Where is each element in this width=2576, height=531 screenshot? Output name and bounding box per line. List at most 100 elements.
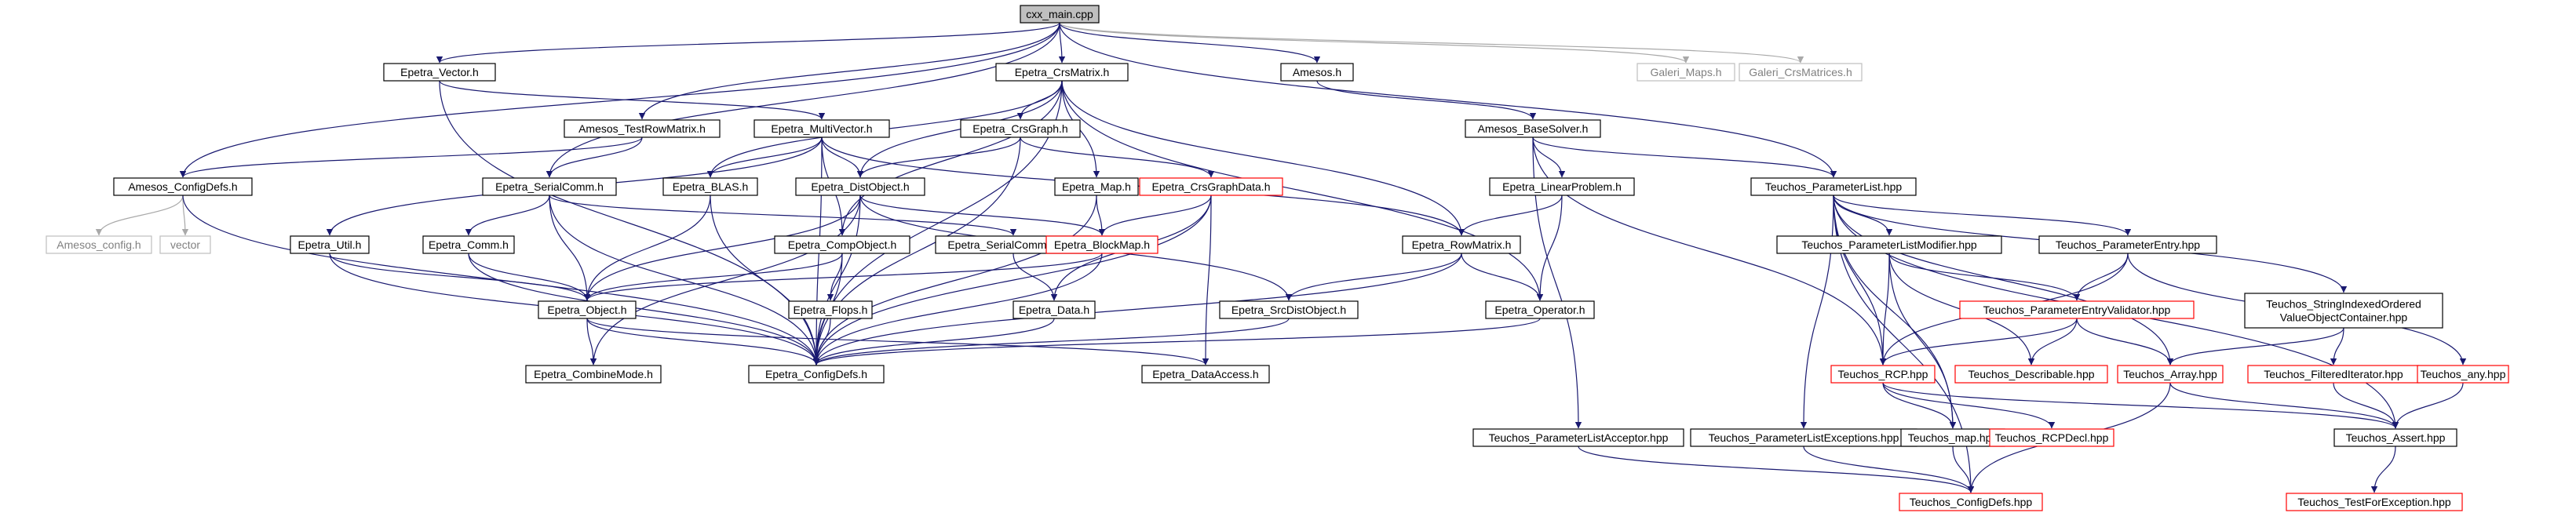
node-box	[1139, 177, 1283, 196]
node-teuchos-rcp[interactable]: Teuchos_RCP.hpp	[1830, 365, 1936, 384]
node-box	[2038, 235, 2217, 254]
node-box	[1465, 119, 1601, 138]
node-label: Epetra_Map.h	[1062, 180, 1131, 193]
node-epetra-comp-object[interactable]: Epetra_CompObject.h	[774, 235, 910, 254]
node-label: Amesos_BaseSolver.h	[1478, 122, 1589, 135]
node-epetra-combine-mode[interactable]: Epetra_CombineMode.h	[525, 365, 662, 384]
edge-teuchos-parameter-list-modifier-to-teuchos-rcp	[1879, 253, 1890, 366]
node-amesos-config-defs[interactable]: Amesos_ConfigDefs.h	[113, 177, 253, 196]
node-box	[2333, 428, 2457, 447]
node-teuchos-any[interactable]: Teuchos_any.hpp	[2417, 365, 2509, 384]
node-teuchos-map[interactable]: Teuchos_map.hpp	[1900, 428, 2005, 447]
node-epetra-linear-problem[interactable]: Epetra_LinearProblem.h	[1489, 177, 1635, 196]
node-epetra-flops[interactable]: Epetra_Flops.h	[788, 300, 873, 319]
node-epetra-block-map[interactable]: Epetra_BlockMap.h	[1045, 235, 1158, 254]
node-teuchos-parameter-list-modifier[interactable]: Teuchos_ParameterListModifier.hpp	[1776, 235, 2002, 254]
edge-teuchos-parameter-entry-validator-to-teuchos-describable	[2027, 318, 2078, 366]
edge-cxx-main-to-amesos-test-row-matrix	[638, 22, 1060, 120]
edge-teuchos-parameter-list-to-teuchos-parameter-entry	[1833, 195, 2132, 236]
node-label: Epetra_LinearProblem.h	[1502, 180, 1622, 193]
edge-epetra-comm-to-epetra-object	[468, 253, 591, 301]
node-epetra-map[interactable]: Epetra_Map.h	[1054, 177, 1139, 196]
edge-epetra-crs-graph-to-epetra-config-defs	[812, 136, 1021, 366]
node-epetra-data-access[interactable]: Epetra_DataAccess.h	[1141, 365, 1270, 384]
node-epetra-vector[interactable]: Epetra_Vector.h	[383, 63, 496, 82]
node-label: Amesos_config.h	[57, 238, 140, 251]
node-epetra-crs-graph-data[interactable]: Epetra_CrsGraphData.h	[1139, 177, 1283, 196]
node-teuchos-config-defs[interactable]: Teuchos_ConfigDefs.hpp	[1899, 493, 2043, 511]
node-cxx-main[interactable]: cxx_main.cpp	[1020, 5, 1100, 24]
edge-epetra-map-to-epetra-block-map	[1096, 195, 1106, 236]
node-box	[2286, 493, 2463, 511]
node-teuchos-parameter-list-acceptor[interactable]: Teuchos_ParameterListAcceptor.hpp	[1472, 428, 1684, 447]
node-epetra-crs-graph[interactable]: Epetra_CrsGraph.h	[960, 119, 1081, 138]
node-epetra-crs-matrix[interactable]: Epetra_CrsMatrix.h	[995, 63, 1129, 82]
edge-amesos-config-defs-to-vector	[181, 195, 189, 236]
node-epetra-data[interactable]: Epetra_Data.h	[1013, 300, 1096, 319]
edge-epetra-block-map-to-epetra-object	[583, 253, 1103, 301]
node-label: Epetra_Data.h	[1019, 304, 1089, 316]
node-label: Epetra_CompObject.h	[788, 238, 897, 251]
edge-epetra-row-matrix-to-epetra-src-dist-object	[1285, 253, 1462, 301]
node-epetra-src-dist-object[interactable]: Epetra_SrcDistObject.h	[1219, 300, 1359, 319]
node-epetra-dist-object[interactable]: Epetra_DistObject.h	[795, 177, 925, 196]
node-box	[46, 235, 152, 254]
node-teuchos-filtered-iterator[interactable]: Teuchos_FilteredIterator.hpp	[2247, 365, 2420, 384]
node-epetra-multi-vector[interactable]: Epetra_MultiVector.h	[753, 119, 890, 138]
node-label: Teuchos_map.hpp	[1908, 431, 1998, 444]
node-epetra-comm[interactable]: Epetra_Comm.h	[422, 235, 515, 254]
node-label: Teuchos_ParameterListAcceptor.hpp	[1489, 431, 1669, 444]
node-label: cxx_main.cpp	[1026, 8, 1093, 20]
node-teuchos-parameter-entry-validator[interactable]: Teuchos_ParameterEntryValidator.hpp	[1959, 300, 2195, 319]
node-epetra-util[interactable]: Epetra_Util.h	[290, 235, 370, 254]
node-teuchos-parameter-list[interactable]: Teuchos_ParameterList.hpp	[1750, 177, 1917, 196]
node-box	[113, 177, 253, 196]
node-teuchos-assert[interactable]: Teuchos_Assert.hpp	[2333, 428, 2457, 447]
node-label: Teuchos_ParameterListExceptions.hpp	[1709, 431, 1899, 444]
node-label: Epetra_Util.h	[298, 238, 362, 251]
node-amesos-test-row-matrix[interactable]: Amesos_TestRowMatrix.h	[564, 119, 721, 138]
node-label: Epetra_Comm.h	[429, 238, 509, 251]
edge-cxx-main-to-epetra-crs-matrix	[1058, 22, 1066, 64]
node-teuchos-test-for-exception[interactable]: Teuchos_TestForException.hpp	[2286, 493, 2463, 511]
node-teuchos-parameter-entry[interactable]: Teuchos_ParameterEntry.hpp	[2038, 235, 2217, 254]
edge-teuchos-rcp-to-teuchos-rcpdecl	[1882, 382, 2056, 429]
node-label: Teuchos_Array.hpp	[2123, 368, 2217, 380]
edge-amesos-config-defs-to-amesos-config	[95, 195, 184, 236]
node-box	[1020, 5, 1100, 24]
edge-epetra-crs-graph-to-epetra-crs-graph-data	[1020, 136, 1215, 178]
edge-epetra-operator-to-epetra-config-defs	[813, 318, 1541, 366]
node-teuchos-parameter-list-exceptions[interactable]: Teuchos_ParameterListExceptions.hpp	[1690, 428, 1917, 447]
node-epetra-blas[interactable]: Epetra_BLAS.h	[662, 177, 758, 196]
node-box	[1485, 300, 1595, 319]
edge-teuchos-parameter-entry-validator-to-teuchos-array	[2076, 318, 2174, 366]
node-box	[1141, 365, 1270, 384]
node-label: Teuchos_FilteredIterator.hpp	[2264, 368, 2403, 380]
node-box	[1054, 177, 1139, 196]
node-label: Teuchos_any.hpp	[2421, 368, 2506, 380]
node-box	[1472, 428, 1684, 447]
edge-epetra-flops-to-epetra-config-defs	[812, 318, 831, 366]
node-label: Epetra_CrsGraphData.h	[1152, 180, 1271, 193]
node-teuchos-array[interactable]: Teuchos_Array.hpp	[2117, 365, 2224, 384]
node-epetra-operator[interactable]: Epetra_Operator.h	[1485, 300, 1595, 319]
edge-epetra-crs-matrix-to-epetra-comp-object	[838, 80, 1063, 236]
node-amesos-h[interactable]: Amesos.h	[1280, 63, 1354, 82]
edge-epetra-crs-graph-data-to-epetra-block-map	[1098, 195, 1212, 236]
node-epetra-row-matrix[interactable]: Epetra_RowMatrix.h	[1402, 235, 1521, 254]
edge-teuchos-parameter-entry-to-teuchos-parameter-entry-validator	[2073, 253, 2129, 301]
node-box	[159, 235, 211, 254]
node-amesos-base-solver[interactable]: Amesos_BaseSolver.h	[1465, 119, 1601, 138]
node-epetra-object[interactable]: Epetra_Object.h	[538, 300, 637, 319]
node-box	[662, 177, 758, 196]
node-box	[1013, 300, 1096, 319]
node-epetra-config-defs[interactable]: Epetra_ConfigDefs.h	[748, 365, 885, 384]
edge-epetra-dist-object-to-epetra-object	[583, 195, 861, 301]
node-teuchos-describable[interactable]: Teuchos_Describable.hpp	[1954, 365, 2108, 384]
edge-cxx-main-to-epetra-vector	[436, 22, 1060, 64]
node-epetra-serial-comm[interactable]: Epetra_SerialComm.h	[482, 177, 617, 196]
node-label: Epetra_SrcDistObject.h	[1231, 304, 1346, 316]
edge-epetra-comm-to-epetra-config-defs	[468, 253, 820, 366]
node-teuchos-rcpdecl[interactable]: Teuchos_RCPDecl.hpp	[1989, 428, 2114, 447]
